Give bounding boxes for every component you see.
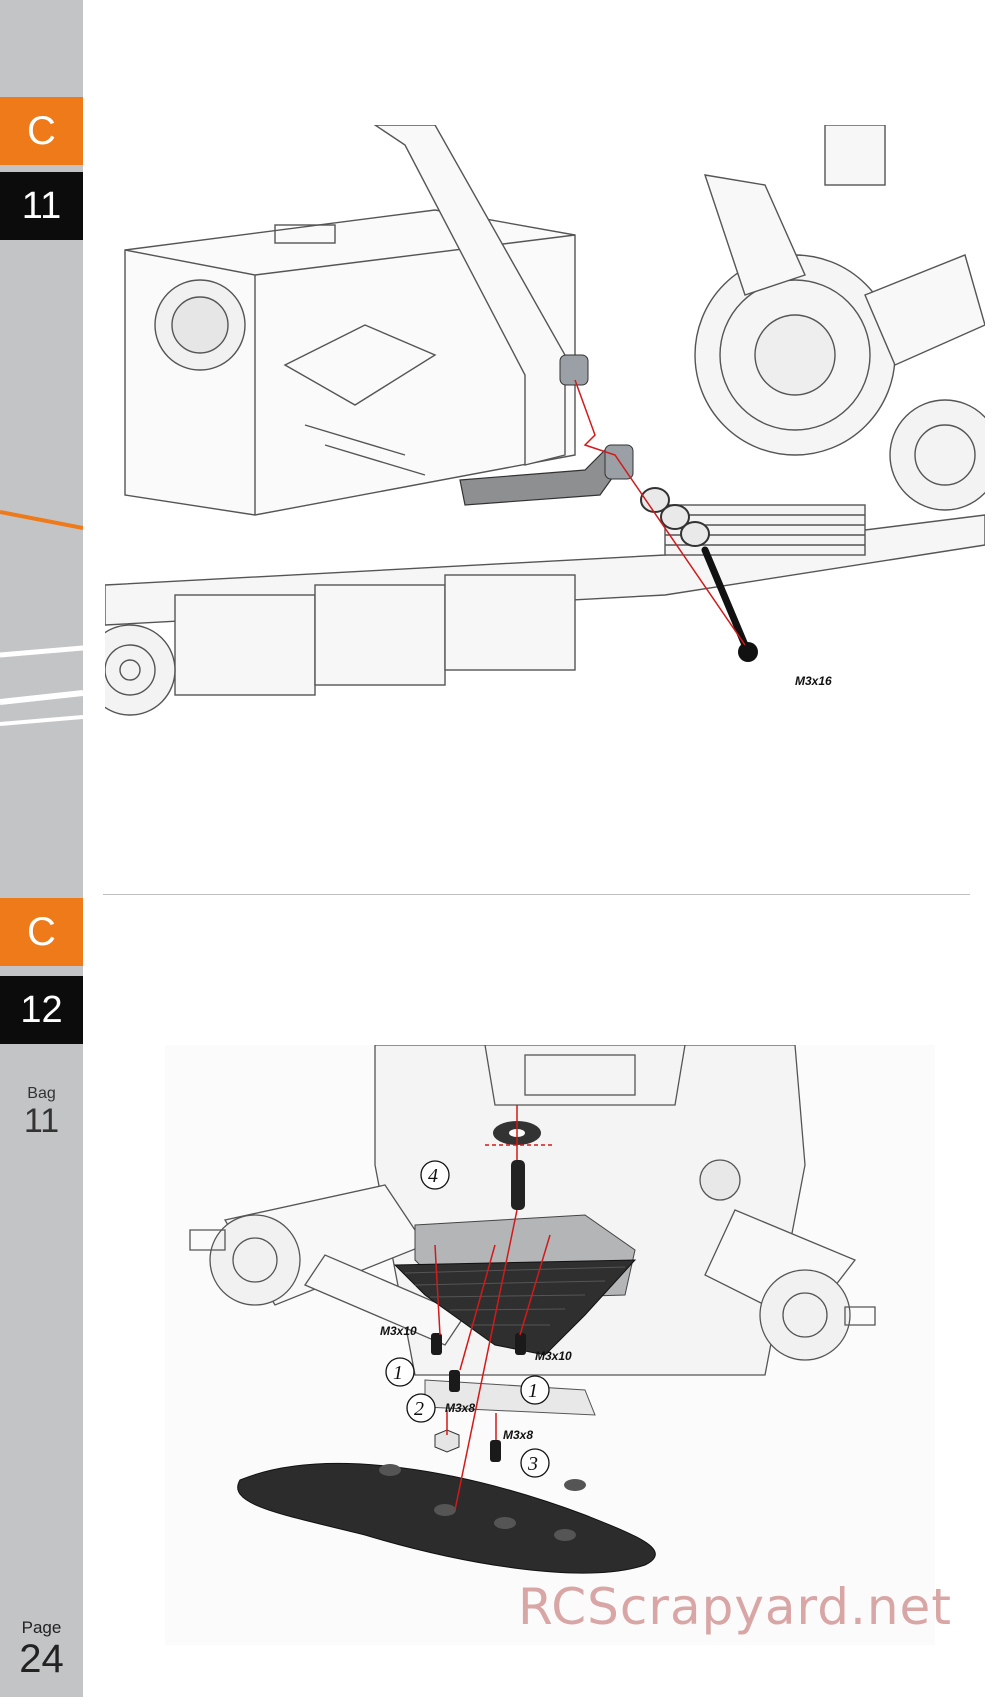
step-divider: [103, 894, 970, 895]
callout-3: 3: [527, 1453, 538, 1475]
section-letter-step-1: C: [0, 97, 83, 165]
step-11-assembly-diagram: M3x16: [105, 125, 985, 716]
label-m3x8-step2: M3x8: [445, 1401, 475, 1415]
label-m3x10-left: M3x10: [380, 1324, 417, 1338]
callout-1-left: 1: [393, 1362, 403, 1384]
bag-label: Bag: [27, 1085, 56, 1102]
callout-4: 4: [428, 1165, 438, 1187]
callout-1-right: 1: [528, 1380, 538, 1402]
section-letter-step-2: C: [0, 898, 83, 966]
step-12-assembly-diagram: 4 M3x10 M3x10 1 1 2 M3x8 M3x8 3: [165, 1045, 935, 1645]
step-number-11: 11: [0, 172, 83, 240]
page-indicator: Page 24: [0, 1618, 83, 1680]
bag-indicator: Bag 11: [0, 1085, 83, 1139]
sidebar-stripes: [0, 510, 83, 726]
step-number-12: 12: [0, 976, 83, 1044]
watermark-text: RCScrapyard.net: [518, 1578, 952, 1636]
sidebar: C 11 C 12 Bag 11 Page 24: [0, 0, 83, 1697]
label-m3x8-step3: M3x8: [503, 1428, 533, 1442]
page-label: Page: [21, 1618, 62, 1637]
screw-label-m3x16: M3x16: [795, 674, 832, 688]
callout-2: 2: [414, 1398, 424, 1420]
label-m3x10-right: M3x10: [535, 1349, 572, 1363]
page-number: 24: [19, 1637, 64, 1681]
bag-number: 11: [23, 1102, 60, 1140]
